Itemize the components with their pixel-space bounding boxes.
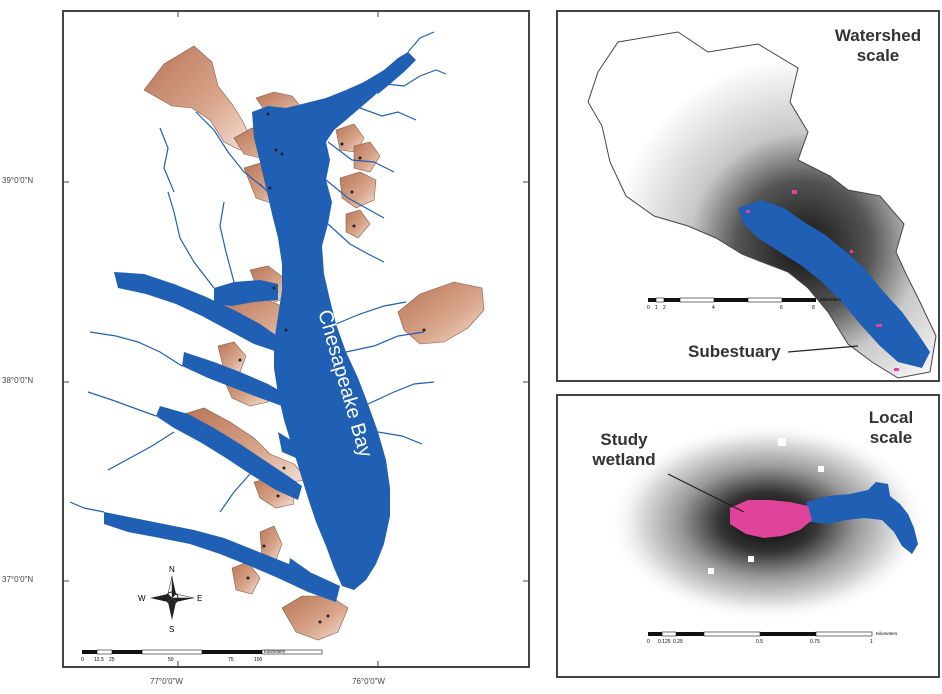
main-scale-unit: Kilometers [264, 649, 286, 654]
ws-scale-tick-2: 2 [663, 305, 666, 311]
main-map-panel: Chesapeake Bay N S E W 0 12.5 25 5 [62, 10, 530, 668]
compass-east: E [197, 594, 202, 603]
compass-west: W [138, 594, 146, 603]
local-scale-tick-0: 0 [647, 639, 650, 645]
local-scale-bar: 0 0.125 0.25 0.5 0.75 1 Kilometers [647, 631, 898, 645]
local-scale-tick-2: 0.25 [673, 639, 683, 645]
ws-scale-tick-3: 4 [712, 305, 715, 311]
local-scale-unit: Kilometers [876, 631, 898, 636]
main-scale-bar: 0 12.5 25 50 75 100 Kilometers [81, 649, 323, 663]
chesapeake-bay-map: Chesapeake Bay N S E W 0 12.5 25 5 [64, 12, 528, 666]
local-scale-tick-3: 0.5 [756, 639, 763, 645]
study-wetland-label: Study wetland [584, 430, 664, 470]
watershed-scale-bar: 0 1 2 4 6 8 Kilometers [647, 297, 842, 311]
local-scale-tick-5: 1 [870, 639, 873, 645]
local-title-line2: scale [869, 428, 913, 447]
ws-scale-tick-5: 8 [812, 305, 815, 311]
main-scale-tick-4: 75 [228, 657, 234, 663]
local-title-line1: Local [868, 408, 914, 427]
main-scale-tick-3: 50 [168, 657, 174, 663]
subestuary-label: Subestuary [688, 342, 781, 361]
ws-scale-tick-1: 1 [655, 305, 658, 311]
ws-scale-tick-4: 6 [780, 305, 783, 311]
longitude-label-76: 76°0'0"W [352, 677, 385, 686]
study-wetland-line1: Study [600, 430, 648, 449]
latitude-label-39: 39°0'0"N [2, 176, 34, 185]
sampling-points [238, 112, 426, 624]
compass-rose: N S E W [138, 565, 202, 634]
latitude-label-37: 37°0'0"N [2, 575, 34, 584]
watershed-title-line1: Watershed [834, 26, 922, 45]
local-scale-panel: 0 0.125 0.25 0.5 0.75 1 Kilometers Local… [556, 394, 940, 678]
ws-scale-tick-0: 0 [647, 305, 650, 311]
tributary-streams [69, 31, 447, 513]
main-scale-tick-0: 0 [81, 657, 84, 663]
local-map: 0 0.125 0.25 0.5 0.75 1 Kilometers [608, 410, 928, 645]
local-scale-title: Local scale [856, 408, 926, 448]
latitude-label-38: 38°0'0"N [2, 376, 34, 385]
longitude-label-77: 77°0'0"W [150, 677, 183, 686]
frame-ticks [64, 12, 528, 666]
main-scale-tick-2: 25 [109, 657, 115, 663]
watershed-wetlands [746, 190, 899, 371]
watershed-scale-title: Watershed scale [828, 26, 928, 66]
watershed-title-line2: scale [856, 46, 900, 65]
study-wetland-callout-line [667, 473, 745, 513]
watershed-map: 0 1 2 4 6 8 Kilometers [587, 31, 937, 379]
study-wetland-line2: wetland [592, 450, 656, 469]
compass-north: N [169, 565, 175, 574]
study-wetland-patch [730, 500, 812, 538]
watershed-scale-panel: 0 1 2 4 6 8 Kilometers Watershed scale S… [556, 10, 940, 382]
compass-south: S [169, 625, 174, 634]
local-scale-tick-1: 0.125 [658, 639, 671, 645]
main-scale-tick-5: 100 [254, 657, 263, 663]
main-scale-tick-1: 12.5 [94, 657, 104, 663]
local-white-pixels [708, 410, 824, 574]
bay-water [104, 52, 416, 602]
local-scale-tick-4: 0.75 [810, 639, 820, 645]
subestuary-callout-line [787, 345, 859, 353]
local-water [806, 482, 918, 554]
ws-scale-unit: Kilometers [820, 297, 842, 302]
